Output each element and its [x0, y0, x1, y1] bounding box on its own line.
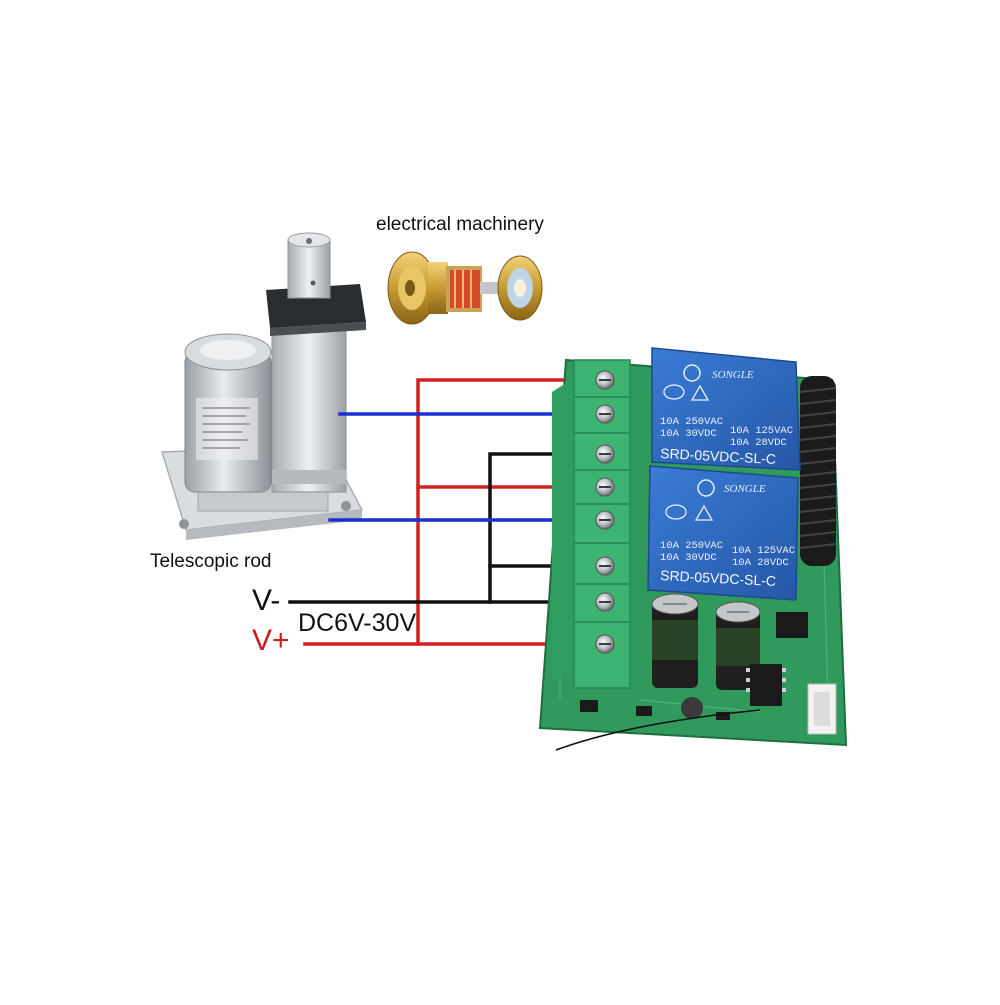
- relay-2-cert-mark: [665, 504, 687, 520]
- antenna-wire: [555, 709, 761, 751]
- supply-voltage-label: DC6V-30V: [298, 609, 417, 637]
- relay-module: SONGLE 10A 250VAC 10A 30VDC 10A 125VAC 1…: [538, 347, 848, 751]
- inductor: [681, 697, 703, 719]
- relay-1-model: SRD-05VDC-SL-C: [660, 445, 777, 467]
- capacitor-1: [651, 593, 699, 688]
- v-plus-label: V+: [252, 624, 290, 657]
- relay-1-rating-right-2: 10A 28VDC: [730, 437, 787, 449]
- actuator-label: Telescopic rod: [150, 551, 272, 572]
- relay-1-brand: SONGLE: [712, 369, 754, 381]
- ic-chip-2: [750, 664, 782, 706]
- relay-2-rating-left-2: 10A 30VDC: [660, 552, 717, 564]
- relay-1: SONGLE 10A 250VAC 10A 30VDC 10A 125VAC 1…: [651, 347, 801, 471]
- relay-2: SONGLE 10A 250VAC 10A 30VDC 10A 125VAC 1…: [647, 465, 799, 601]
- relay-1-rating-right-1: 10A 125VAC: [730, 425, 793, 437]
- machinery-label: electrical machinery: [376, 214, 544, 235]
- relay-1-rating-left-2: 10A 30VDC: [660, 428, 717, 440]
- antenna-coil: [799, 376, 837, 566]
- v-minus-label: V-: [252, 584, 281, 617]
- terminal-block: [552, 359, 631, 689]
- wire-positive-bus: [416, 378, 607, 646]
- electrical-machinery: [387, 251, 543, 325]
- relay-2-rating-right-2: 10A 28VDC: [732, 557, 789, 569]
- relay-1-rating-left-1: 10A 250VAC: [660, 416, 723, 428]
- motor-rotor: [450, 270, 480, 308]
- relay-1-cert-mark: [663, 384, 685, 400]
- ic-chip-1: [776, 612, 808, 638]
- relay-2-rating-right-1: 10A 125VAC: [732, 545, 795, 557]
- telescopic-rod: [287, 239, 331, 299]
- relay-2-model: SRD-05VDC-SL-C: [660, 567, 777, 589]
- relay-2-rating-left-1: 10A 250VAC: [660, 540, 723, 552]
- linear-actuator: [160, 232, 366, 540]
- actuator-body: [271, 311, 347, 493]
- relay-2-brand: SONGLE: [724, 483, 766, 495]
